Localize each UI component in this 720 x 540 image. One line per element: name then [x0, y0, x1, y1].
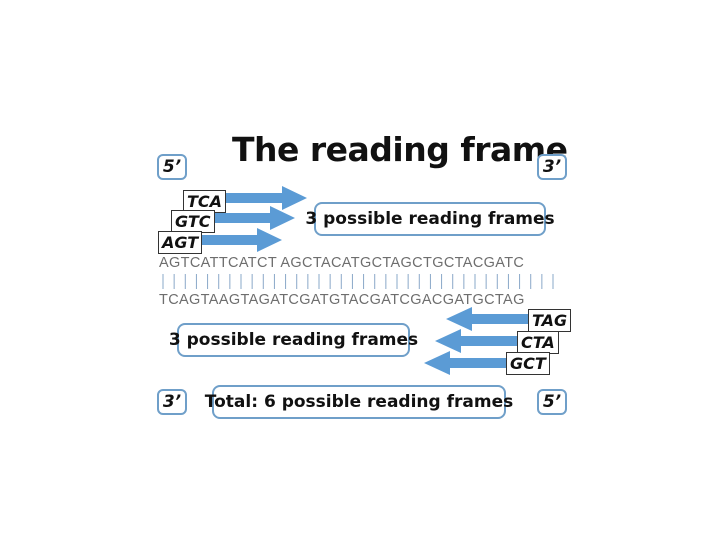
forward-frames-label: 3 possible reading frames: [305, 202, 555, 236]
total-frames-label: Total: 6 possible reading frames: [205, 385, 513, 419]
reverse-codon-3: GCT: [506, 352, 550, 375]
forward-codon-2: GTC: [171, 210, 215, 233]
end-label-top-left: 5’: [157, 154, 187, 180]
reverse-codon-2: CTA: [517, 331, 559, 354]
end-label-bottom-right: 5’: [537, 389, 567, 415]
base-pair-lines: [162, 274, 554, 289]
reverse-arrow-2: [435, 329, 517, 353]
diagram-title: The reading frame: [232, 130, 568, 169]
top-strand-sequence: AGTCATTCATCT AGCTACATGCTAGCTGCTACGATC: [159, 255, 525, 271]
end-label-top-right: 3’: [537, 154, 567, 180]
forward-arrow-3: [191, 228, 282, 252]
forward-codon-3: AGT: [158, 231, 203, 254]
reverse-codon-1: TAG: [528, 309, 572, 332]
reverse-arrow-1: [446, 307, 528, 331]
reverse-arrow-3: [424, 351, 506, 375]
bottom-strand-sequence: TCAGTAAGTAGATCGATGTACGATCGACGATGCTAG: [159, 292, 525, 308]
forward-arrow-1: [212, 186, 307, 210]
forward-arrow-2: [203, 206, 295, 230]
reverse-frames-label: 3 possible reading frames: [169, 323, 418, 357]
forward-codon-1: TCA: [183, 190, 227, 213]
end-label-bottom-left: 3’: [157, 389, 187, 415]
